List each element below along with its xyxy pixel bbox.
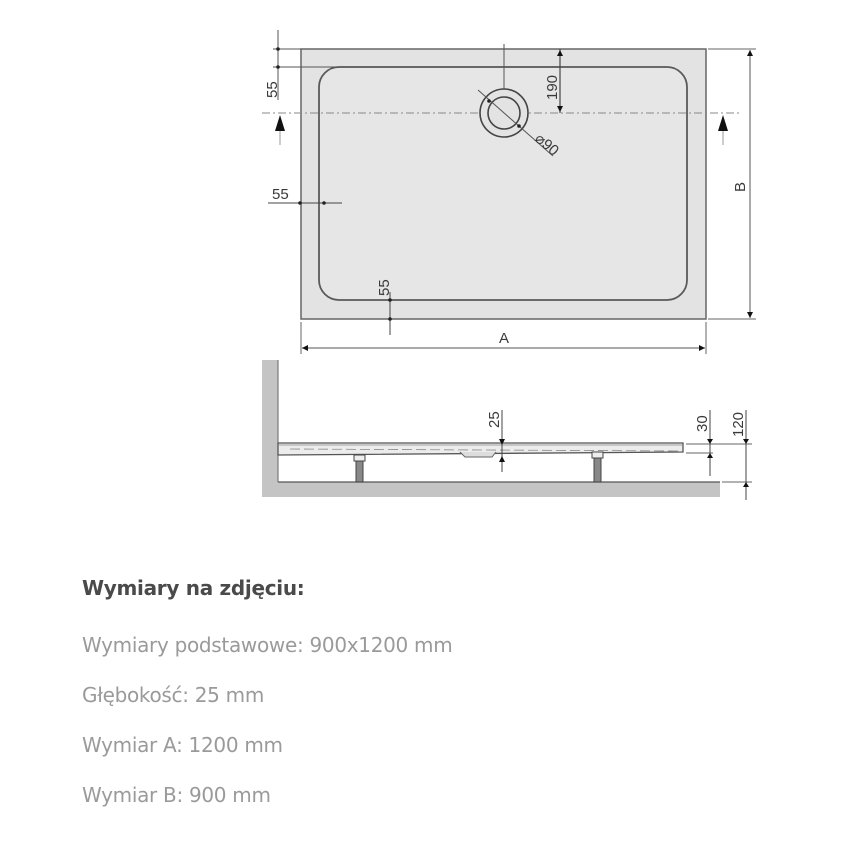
spec-list: Wymiary podstawowe: 900x1200 mm Głębokoś… — [82, 620, 453, 820]
specs-title: Wymiary na zdjęciu: — [82, 576, 305, 600]
leg-left-icon — [353, 454, 366, 483]
section-arrow-left-icon — [275, 115, 285, 145]
spec-depth: Głębokość: 25 mm — [82, 683, 265, 707]
dimension-a-label: A — [499, 330, 509, 347]
bottom-margin-label: 55 — [376, 279, 393, 296]
drain-icon — [477, 44, 554, 157]
dimension-b-label: B — [732, 182, 749, 192]
left-margin-label: 55 — [272, 186, 289, 203]
spec-dimension-a: Wymiar A: 1200 mm — [82, 733, 283, 757]
technical-drawing: 55 ⌀90 — [262, 30, 756, 500]
spec-base-dimensions: Wymiary podstawowe: 900x1200 mm — [82, 633, 453, 657]
specs-panel: Wymiary na zdjęciu: Wymiary podstawowe: … — [82, 570, 453, 820]
section-arrow-right-icon — [718, 115, 728, 145]
depth-label: 25 — [486, 411, 503, 428]
top-view: 55 ⌀90 — [262, 30, 756, 354]
total-height-label: 120 — [730, 412, 747, 437]
leg-right-icon — [591, 451, 604, 483]
drain-offset-label: 190 — [544, 75, 561, 100]
wall-floor — [262, 360, 720, 497]
tray-profile — [277, 442, 684, 456]
top-margin-label: 55 — [264, 81, 281, 98]
spec-dimension-b: Wymiar B: 900 mm — [82, 783, 271, 807]
edge-height-label: 30 — [694, 415, 711, 432]
side-view: 25 30 120 — [262, 360, 752, 500]
